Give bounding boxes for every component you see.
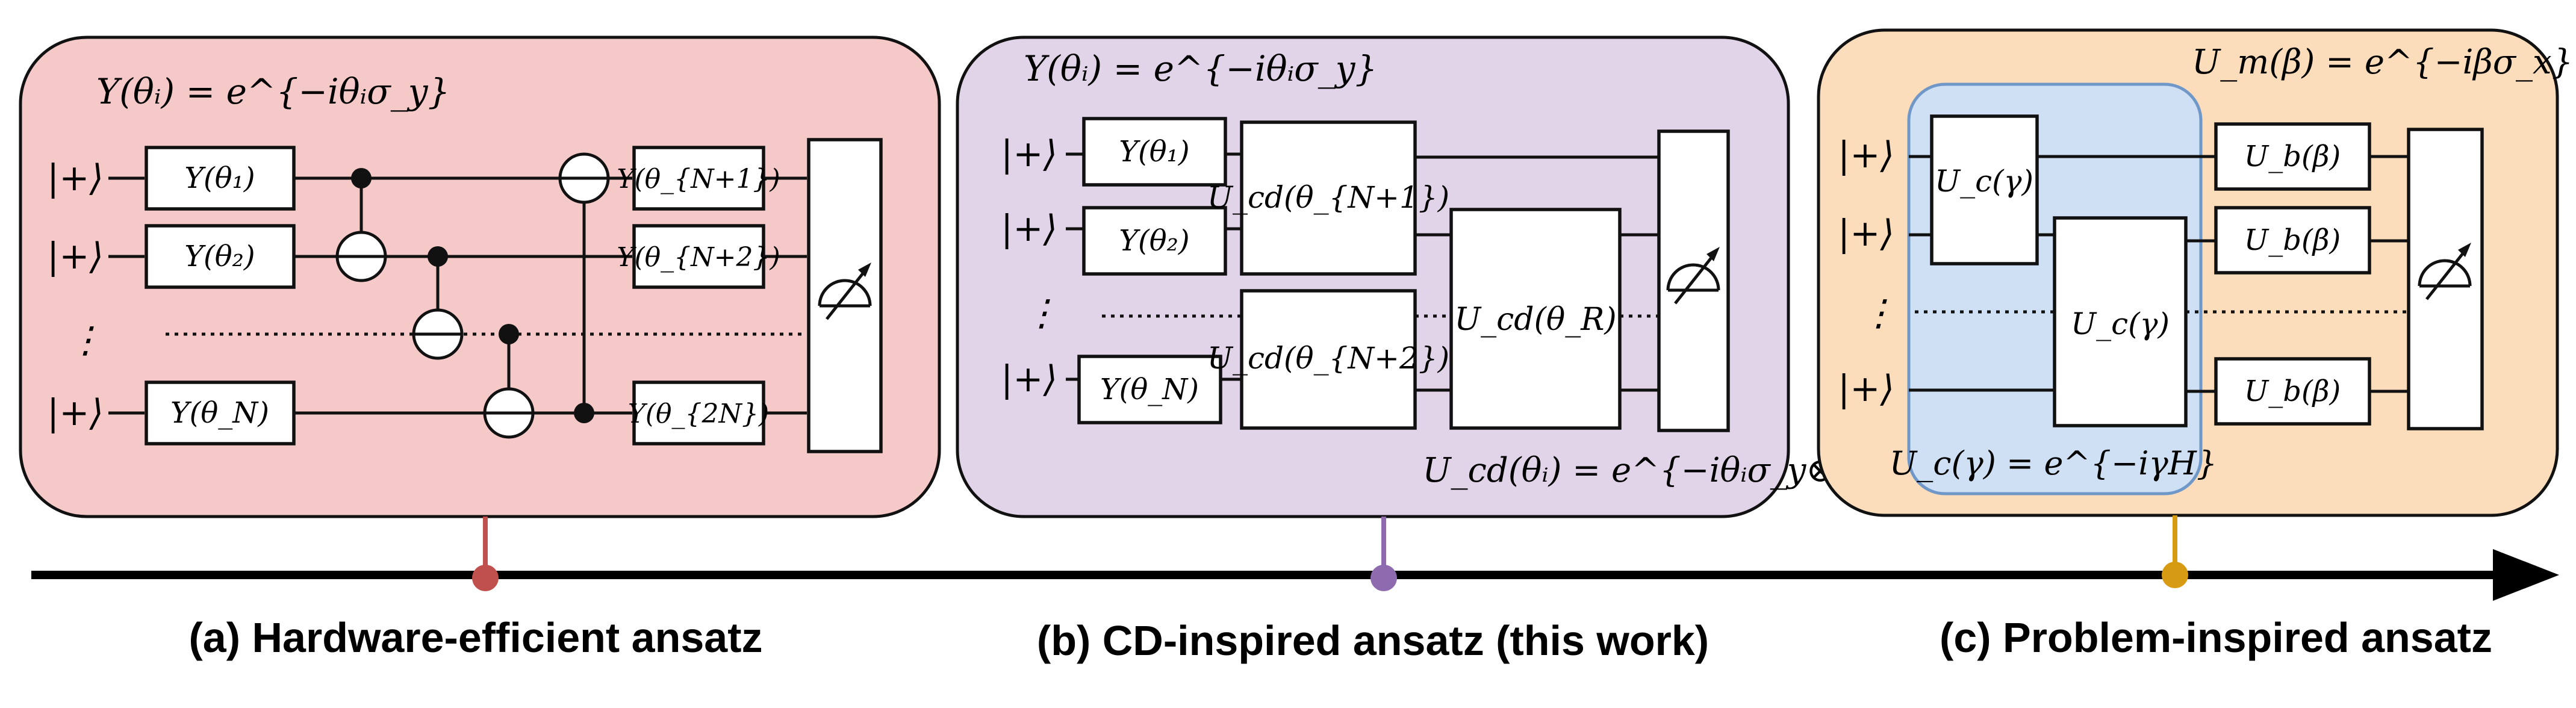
marker-a — [472, 565, 499, 591]
panel-b-gate-ucd-r-label: U_cd(θ_R) — [1454, 302, 1616, 338]
panel-b-gate-yn — [1077, 355, 1222, 424]
panel-a-gate-y1-label: Y(θ₁) — [184, 161, 255, 195]
panel-c-gate-uc-1 — [1930, 114, 2039, 266]
timeline — [31, 515, 2559, 601]
panel-a-gate-yn2 — [632, 224, 765, 289]
panel-b-gate-ucd-n2-label: U_cd(θ_{N+2}) — [1207, 341, 1449, 376]
panel-b-wires — [1066, 152, 1659, 392]
caption-a: (a) Hardware-efficient ansatz — [188, 614, 762, 661]
marker-c — [2162, 562, 2188, 588]
panel-a-cnot-ladder — [335, 152, 610, 439]
panel-problem-inspired: U_m(β) = e^{−iβσ_x} |+⟩ |+⟩ ⋮ |+⟩ U_c(γ)… — [1817, 28, 2573, 517]
panel-c-gate-ub-3-label: U_b(β) — [2244, 374, 2341, 408]
timeline-arrowhead — [2493, 549, 2559, 601]
caption-c: (c) Problem-inspired ansatz — [1940, 614, 2492, 661]
panel-c-gate-uc-2-label: U_c(γ) — [2071, 306, 2170, 341]
panel-a-vdots: ⋮ — [67, 319, 104, 361]
panel-c-gate-ub-3 — [2214, 357, 2371, 426]
panel-c-formula-top: U_m(β) = e^{−iβσ_x} — [2192, 43, 2573, 82]
panel-cd-inspired: Y(θᵢ) = e^{−iθᵢσ_y} |+⟩ |+⟩ ⋮ |+⟩ Y(θ₁) … — [956, 36, 1914, 518]
panel-a-gate-yn1 — [632, 146, 765, 211]
panel-b-gate-y2 — [1082, 206, 1227, 276]
panel-c-gate-ub-1 — [2214, 122, 2371, 191]
panel-c-gate-uc-1-label: U_c(γ) — [1935, 164, 2033, 199]
panel-c-wires — [1909, 155, 2409, 393]
panel-c-formula-inner: U_c(γ) = e^{−iγH} — [1890, 444, 2218, 482]
panel-a-input-1: |+⟩ — [47, 157, 104, 199]
panel-b-vdots: ⋮ — [1024, 292, 1060, 334]
panel-b-gate-y1 — [1082, 117, 1227, 187]
panel-a-gate-y2 — [145, 224, 296, 289]
panel-a-input-n: |+⟩ — [47, 392, 104, 434]
marker-b — [1370, 565, 1397, 591]
panel-c-gate-ub-2-label: U_b(β) — [2244, 223, 2341, 257]
panel-c-gate-ub-1-label: U_b(β) — [2244, 140, 2341, 173]
panel-b-gate-ucd-n2 — [1240, 289, 1417, 430]
panel-b-input-n: |+⟩ — [1001, 358, 1057, 400]
panel-b-gate-y1-label: Y(θ₁) — [1119, 135, 1189, 169]
panel-b-input-2: |+⟩ — [1001, 208, 1057, 250]
panel-hardware-efficient: Y(θᵢ) = e^{−iθᵢσ_y} |+⟩ |+⟩ ⋮ |+⟩ Y(θ₁) … — [19, 36, 941, 518]
caption-b: (b) CD-inspired ansatz (this work) — [1037, 617, 1709, 664]
panel-c-input-2: |+⟩ — [1838, 213, 1894, 255]
panel-a-gate-y1 — [145, 146, 296, 211]
panel-a-gate-y2-label: Y(θ₂) — [184, 240, 255, 273]
panel-a-gate-yn1-label: Y(θ_{N+1}) — [617, 164, 780, 194]
panel-b-formula-top: Y(θᵢ) = e^{−iθᵢσ_y} — [1024, 48, 1377, 89]
panel-a-gate-yn — [145, 380, 296, 446]
panel-c-input-n: |+⟩ — [1838, 368, 1894, 410]
panel-b-gate-y2-label: Y(θ₂) — [1119, 224, 1189, 258]
panel-c-vdots: ⋮ — [1861, 292, 1897, 334]
panel-a-gate-yn2-label: Y(θ_{N+2}) — [617, 242, 780, 273]
panel-a-gate-y2n-label: Y(θ_{2N}) — [628, 399, 769, 429]
panel-a-gate-yn-label: Y(θ_N) — [170, 396, 269, 430]
panel-b-gate-yn-label: Y(θ_N) — [1100, 373, 1199, 406]
panel-a-gate-y2n — [632, 380, 765, 446]
panel-b-input-1: |+⟩ — [1001, 133, 1057, 175]
panel-a-input-2: |+⟩ — [47, 235, 104, 278]
panel-b-gate-ucd-n1-label: U_cd(θ_{N+1}) — [1207, 180, 1449, 215]
panel-b-gate-ucd-r — [1449, 208, 1622, 430]
panel-b-gate-ucd-n1 — [1240, 120, 1417, 276]
panel-c-gate-ub-2 — [2214, 206, 2371, 275]
panel-c-input-1: |+⟩ — [1838, 134, 1894, 176]
panel-c-gate-uc-2 — [2053, 216, 2188, 427]
panel-a-formula: Y(θᵢ) = e^{−iθᵢσ_y} — [96, 71, 450, 112]
